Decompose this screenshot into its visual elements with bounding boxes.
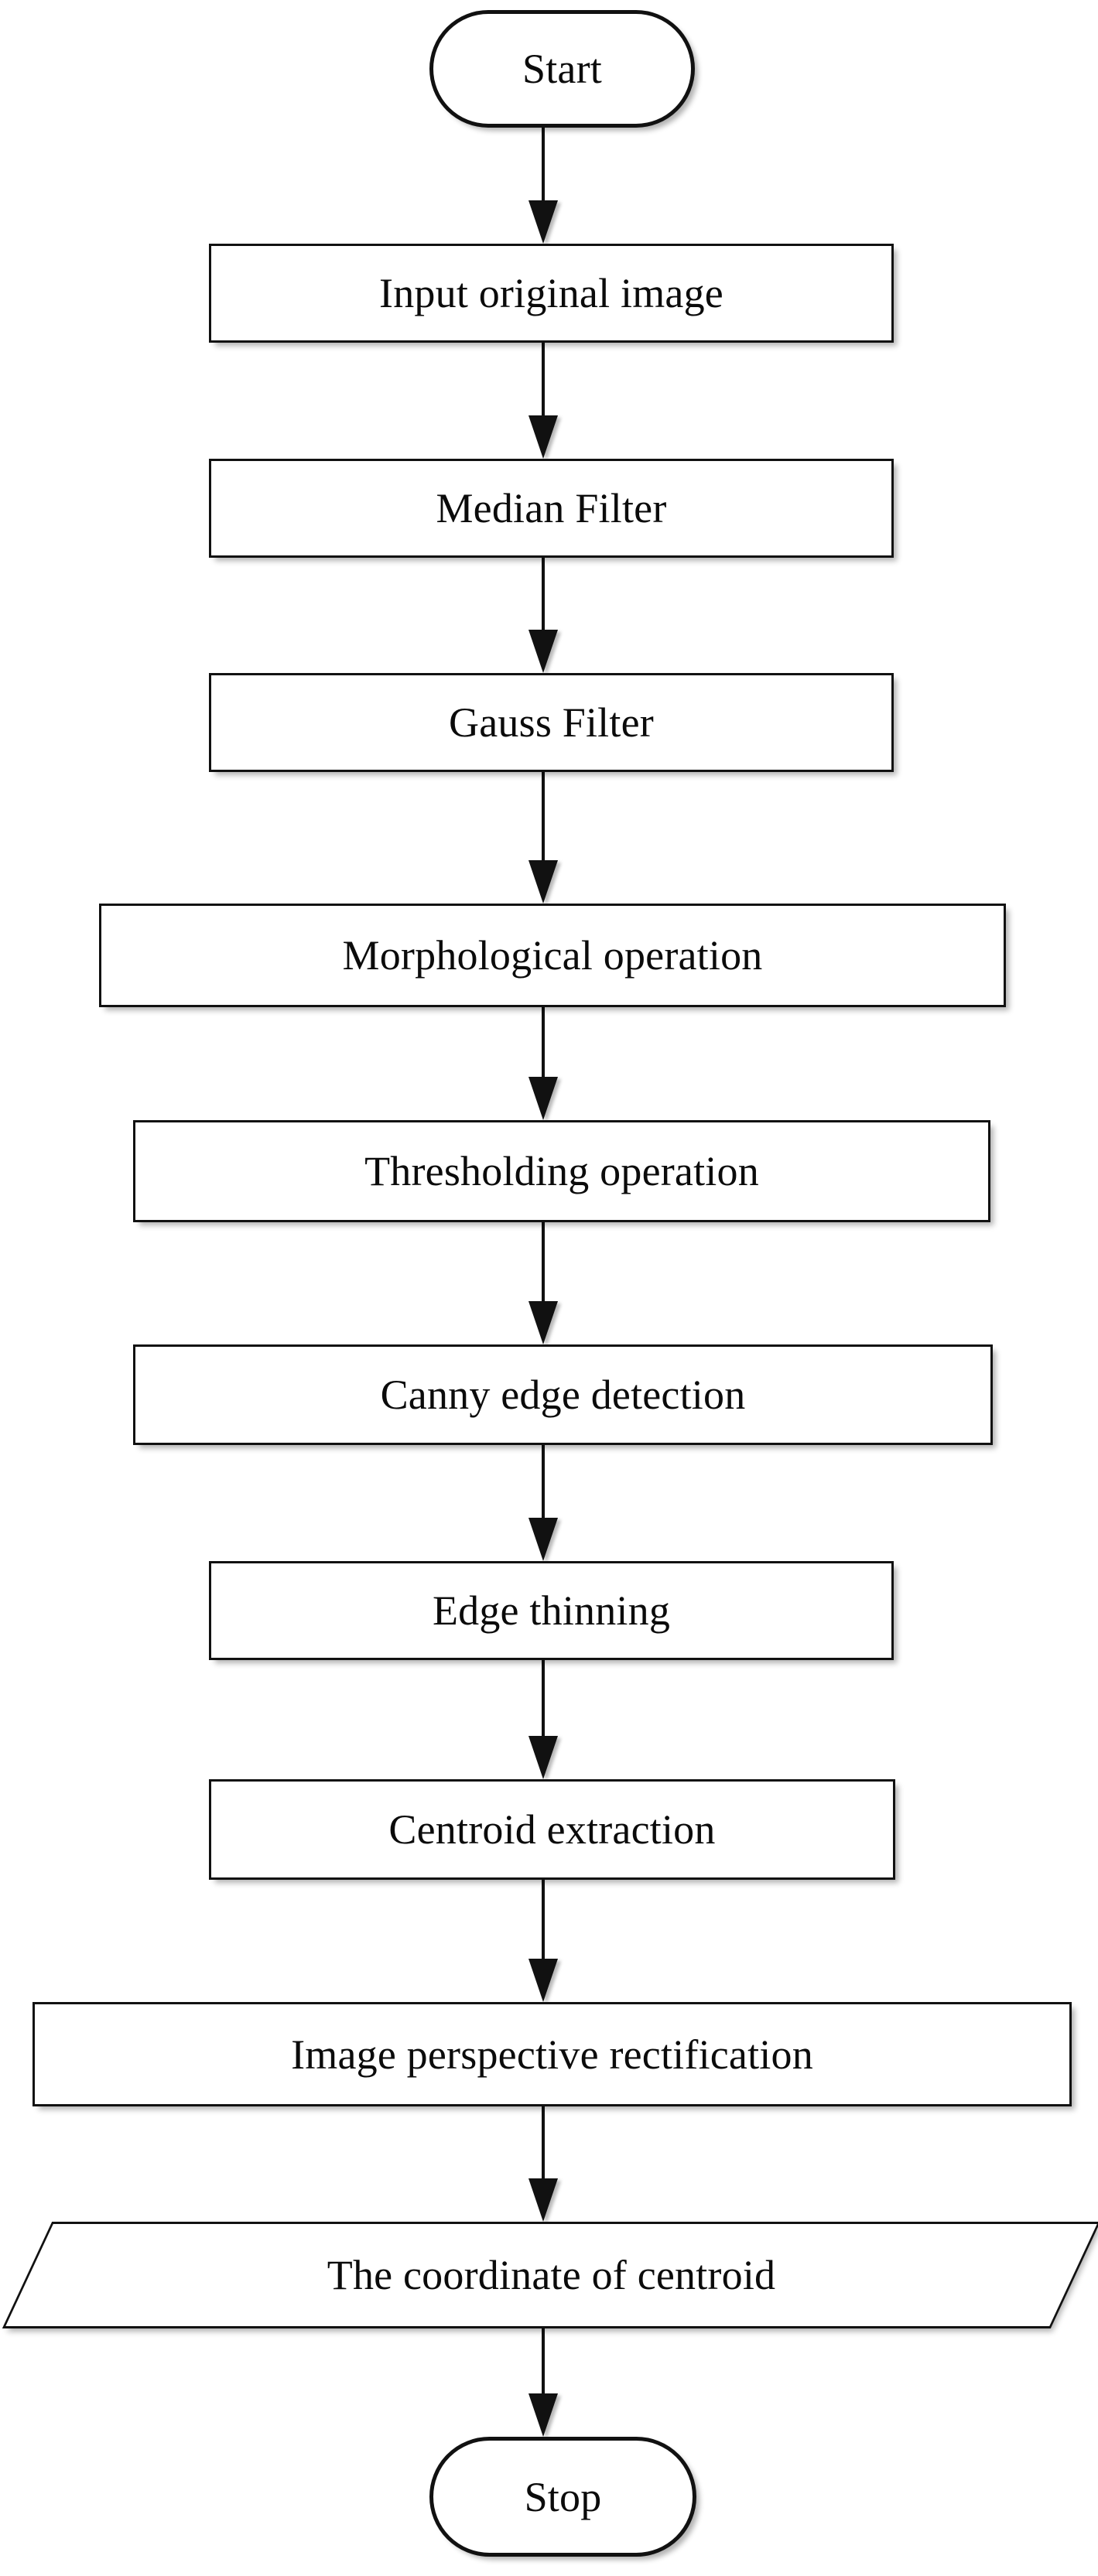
flow-arrow-gauss-filter-to-morphological bbox=[528, 772, 559, 904]
arrow-shaft bbox=[542, 2106, 545, 2178]
flow-node-centroid[interactable]: Centroid extraction bbox=[209, 1779, 895, 1880]
arrow-shaft bbox=[542, 558, 545, 630]
flow-arrow-centroid-to-rectification bbox=[528, 1880, 559, 2002]
flow-node-label: Start bbox=[522, 46, 602, 92]
arrow-head-icon bbox=[528, 630, 558, 673]
arrow-shaft bbox=[542, 343, 545, 415]
flow-node-label: Input original image bbox=[379, 270, 723, 316]
arrow-head-icon bbox=[528, 1077, 558, 1120]
arrow-head-icon bbox=[528, 2178, 558, 2222]
flow-node-label: Centroid extraction bbox=[388, 1806, 716, 1853]
arrow-head-icon bbox=[528, 1959, 558, 2002]
flow-node-label: The coordinate of centroid bbox=[327, 2252, 776, 2298]
arrow-shaft bbox=[542, 1660, 545, 1736]
flow-node-start[interactable]: Start bbox=[429, 10, 695, 128]
flow-node-input-image[interactable]: Input original image bbox=[209, 244, 894, 343]
flow-arrow-canny-to-edge-thinning bbox=[528, 1445, 559, 1561]
flow-node-label: Morphological operation bbox=[342, 932, 763, 979]
arrow-head-icon bbox=[528, 1518, 558, 1561]
arrow-head-icon bbox=[528, 1736, 558, 1779]
arrow-shaft bbox=[542, 128, 545, 200]
arrow-head-icon bbox=[528, 415, 558, 459]
flow-node-label: Gauss Filter bbox=[449, 699, 654, 746]
flow-node-canny[interactable]: Canny edge detection bbox=[133, 1344, 993, 1445]
flow-arrow-median-filter-to-gauss-filter bbox=[528, 558, 559, 673]
flow-node-morphological[interactable]: Morphological operation bbox=[99, 904, 1006, 1007]
flow-node-thresholding[interactable]: Thresholding operation bbox=[133, 1120, 990, 1222]
flow-node-label: Image perspective rectification bbox=[291, 2031, 813, 2078]
flow-arrow-edge-thinning-to-centroid bbox=[528, 1660, 559, 1779]
flow-arrow-coordinate-to-stop bbox=[528, 2328, 559, 2437]
arrow-shaft bbox=[542, 1007, 545, 1077]
flow-node-label: Edge thinning bbox=[432, 1587, 671, 1634]
arrow-head-icon bbox=[528, 2393, 558, 2437]
flow-arrow-rectification-to-coordinate bbox=[528, 2106, 559, 2222]
flow-arrow-morphological-to-thresholding bbox=[528, 1007, 559, 1120]
flow-node-label: Thresholding operation bbox=[364, 1148, 759, 1194]
flow-arrow-input-image-to-median-filter bbox=[528, 343, 559, 459]
arrow-shaft bbox=[542, 1445, 545, 1518]
flow-node-median-filter[interactable]: Median Filter bbox=[209, 459, 894, 558]
flow-node-label: Stop bbox=[524, 2473, 602, 2520]
arrow-head-icon bbox=[528, 1301, 558, 1344]
arrow-shaft bbox=[542, 1222, 545, 1301]
flow-node-coordinate[interactable]: The coordinate of centroid bbox=[2, 2222, 1098, 2328]
arrow-shaft bbox=[542, 1880, 545, 1959]
flow-arrow-start-to-input-image bbox=[528, 128, 559, 244]
arrow-shaft bbox=[542, 772, 545, 860]
flow-node-stop[interactable]: Stop bbox=[429, 2437, 696, 2557]
arrow-shaft bbox=[542, 2328, 545, 2393]
flow-node-edge-thinning[interactable]: Edge thinning bbox=[209, 1561, 894, 1660]
flow-arrow-thresholding-to-canny bbox=[528, 1222, 559, 1344]
flow-node-label: Median Filter bbox=[436, 485, 667, 531]
flow-node-rectification[interactable]: Image perspective rectification bbox=[32, 2002, 1072, 2106]
arrow-head-icon bbox=[528, 200, 558, 244]
arrow-head-icon bbox=[528, 860, 558, 904]
flow-node-label: Canny edge detection bbox=[380, 1372, 746, 1418]
flow-node-gauss-filter[interactable]: Gauss Filter bbox=[209, 673, 894, 772]
